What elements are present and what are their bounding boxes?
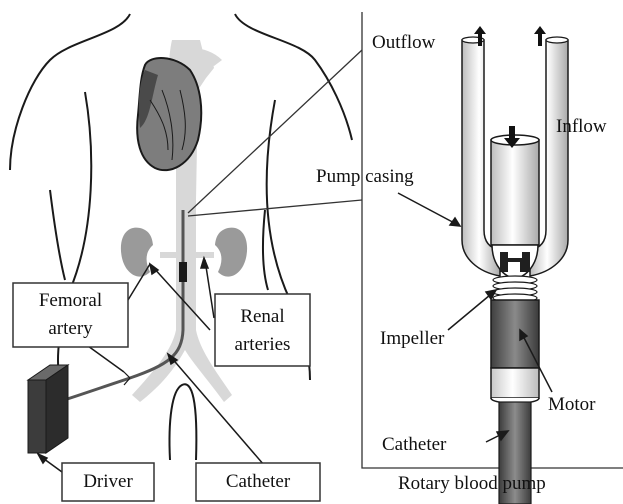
outflow-arrow-right <box>534 26 546 46</box>
label-pump-casing: Pump casing <box>316 166 414 188</box>
driver-box <box>28 365 68 453</box>
rotary-pump <box>462 26 568 504</box>
label-motor: Motor <box>548 394 596 416</box>
label-driver: Driver <box>62 471 154 493</box>
label-impeller: Impeller <box>380 328 444 350</box>
label-femoral-artery: Femoral artery <box>13 287 128 343</box>
label-catheter-pump: Catheter <box>382 434 446 456</box>
label-outflow: Outflow <box>372 32 435 54</box>
label-inflow: Inflow <box>556 116 607 138</box>
right-kidney <box>215 228 247 277</box>
label-renal-arteries: Renal arteries <box>215 303 310 359</box>
label-rotary-blood-pump: Rotary blood pump <box>398 473 546 495</box>
label-catheter: Catheter <box>196 471 320 493</box>
heart <box>137 58 201 170</box>
left-kidney <box>121 228 153 277</box>
